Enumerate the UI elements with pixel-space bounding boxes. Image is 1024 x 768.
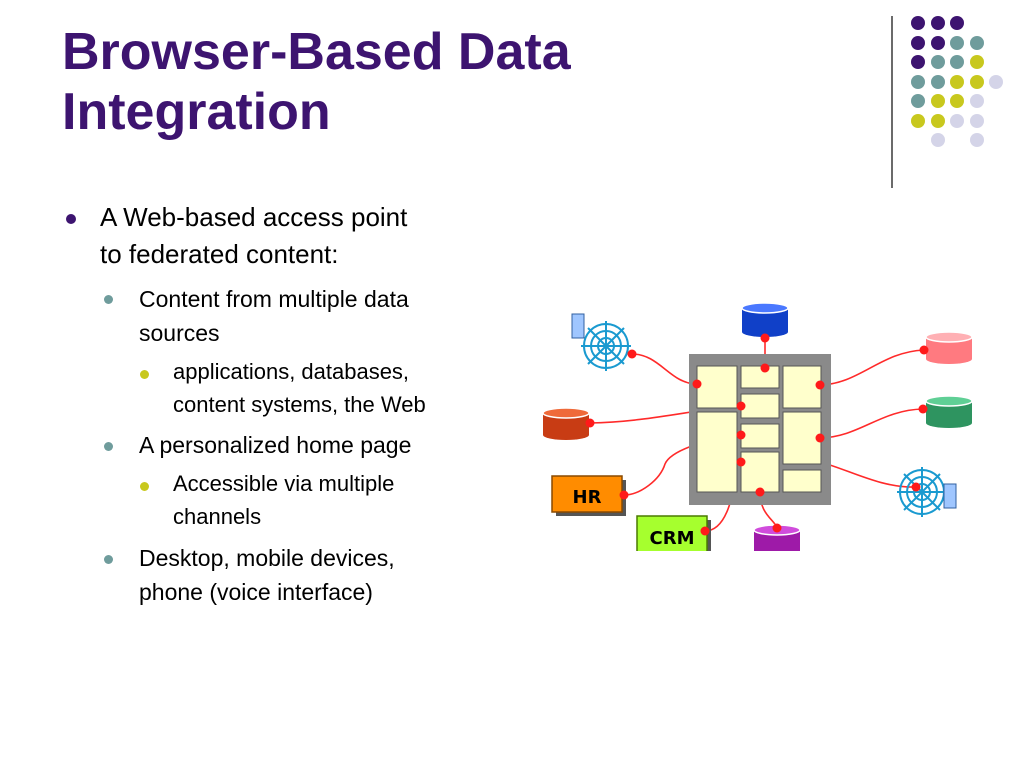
database-icon [741,302,789,337]
bullet-level2: Desktop, mobile devices, phone (voice in… [139,545,395,605]
web-icon [897,467,957,517]
federated-portal-diagram: HR CRM [542,302,973,551]
decor-dot [969,133,984,147]
decor-dot [911,94,925,108]
bullet-marker [104,555,113,564]
connector-line [819,349,925,386]
web-icon [571,313,631,371]
decor-dot [950,35,964,50]
hr-system-box: HR [551,475,626,516]
decor-dot [950,74,964,89]
decor-dot [950,113,964,128]
slide-title: Browser-Based Data Integration [62,22,682,142]
decor-dot [930,55,945,69]
portal-panel [740,451,780,493]
decor-dot [930,133,945,147]
portal-panel [740,365,780,389]
decor-dot [911,74,925,89]
portal-page [689,354,831,505]
slide-title-line-1: Browser-Based Data [62,23,571,81]
portal-panel [740,393,780,419]
decor-dot [969,55,984,69]
portal-panel [782,411,822,465]
bullet-level2: A personalized home page [139,432,412,458]
decor-dot [969,94,984,108]
decor-dot [969,35,984,50]
portal-panel [696,365,738,409]
bullet-marker [140,370,149,379]
hr-label: HR [573,487,602,508]
decor-dot [989,74,1003,89]
database-icon [542,407,590,440]
portal-panel [782,469,822,493]
decor-dot [911,16,925,30]
portal-panel [696,411,738,493]
bullet-level3: applications, databases, content systems… [173,359,426,417]
decor-dot [969,113,984,128]
bullet-marker [104,442,113,451]
slide-title-line-2: Integration [62,83,331,141]
decor-dot [950,55,964,69]
crm-system-box: CRM [636,515,711,551]
decor-dot [930,113,945,128]
database-icon [925,331,973,364]
decor-dot [930,94,945,108]
bullet-level1: A Web-based access point to federated co… [100,202,408,269]
divider-line [891,16,893,188]
bullet-marker [104,295,113,304]
decor-dot [930,16,945,30]
connector-line [631,353,698,385]
connector-endpoints [585,333,929,536]
portal-panel [740,423,780,449]
bullet-marker [66,214,76,224]
portal-panel [782,365,822,409]
bullet-marker [140,482,149,491]
decor-dot [930,35,945,50]
decor-dot [930,74,945,89]
crm-label: CRM [650,528,695,549]
database-icon [925,395,973,428]
bullet-level2: Content from multiple data sources [139,286,409,346]
decor-dot [911,35,925,50]
decor-dot [969,74,984,89]
decor-dot [911,55,925,69]
connector-line [819,408,924,439]
decor-dot [950,94,964,108]
decor-dot [911,113,925,128]
bullet-level3: Accessible via multiple channels [173,471,395,529]
decor-dot [950,16,964,30]
